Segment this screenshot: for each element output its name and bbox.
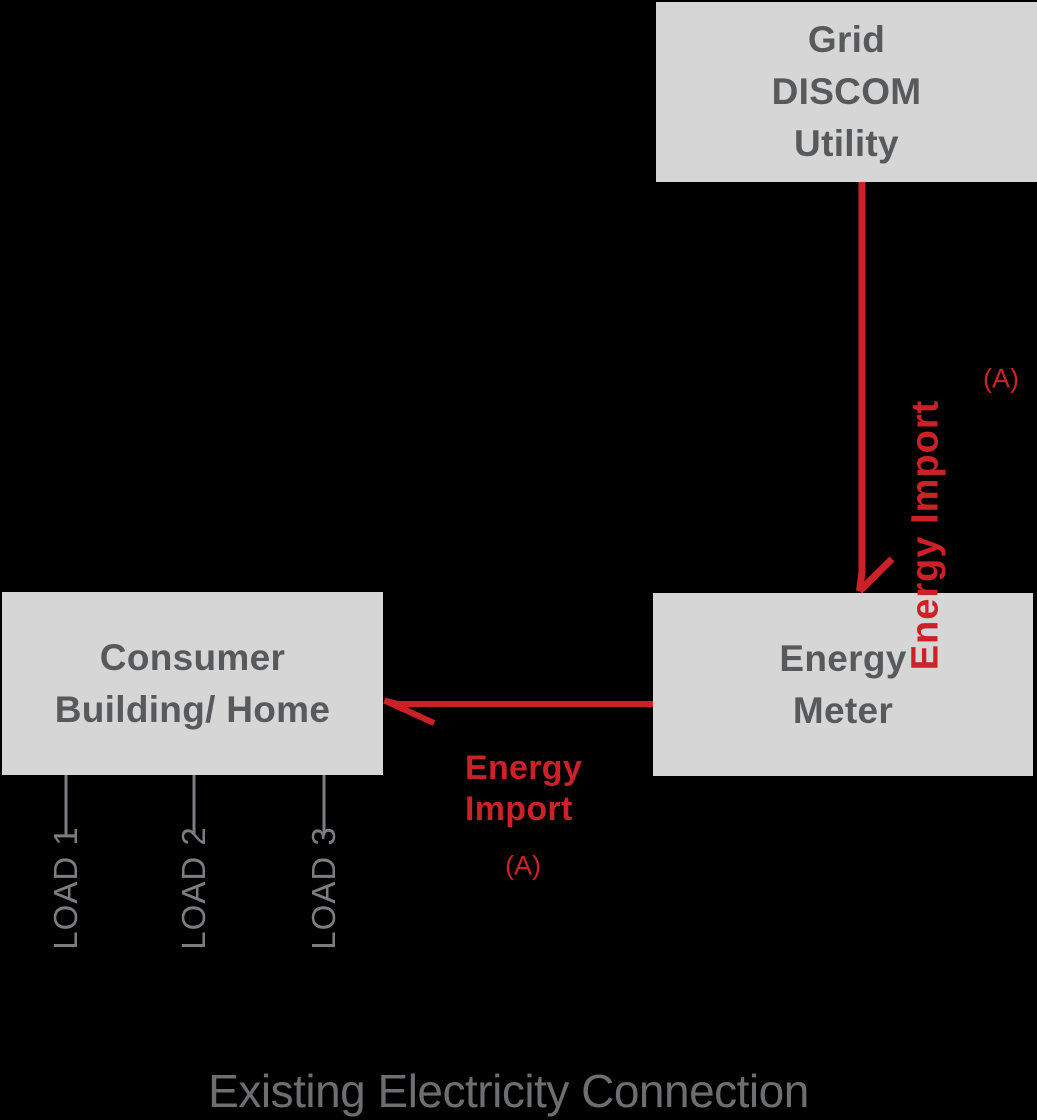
- node-grid-line-1: Grid: [807, 19, 886, 60]
- diagram-title: Existing Electricity Connection: [208, 1065, 809, 1117]
- arrow-meter-to-consumer-shaft: [383, 697, 653, 707]
- flow-annotation-meter-to-consumer: (A): [505, 850, 541, 881]
- node-grid-line-3: Utility: [794, 123, 899, 164]
- node-consumer-building-home: Consumer Building/ Home: [2, 592, 383, 775]
- load-label-1: LOAD 1: [47, 826, 84, 950]
- arrow-grid-to-meter-barb: [857, 556, 895, 594]
- node-consumer-line-1: Consumer: [99, 636, 286, 678]
- node-energy-meter: Energy Meter: [653, 593, 1033, 776]
- flow-annotation-grid-to-meter: (A): [983, 363, 1019, 394]
- flow-label-grid-to-meter: Energy Import: [904, 399, 947, 671]
- node-grid-discom-utility: Grid DISCOM Utility: [656, 2, 1037, 182]
- node-meter-line-1: Energy: [779, 637, 907, 679]
- node-grid-line-2: DISCOM: [771, 71, 922, 112]
- flow-label-meter-to-consumer-line-1: Energy: [465, 749, 583, 787]
- arrow-meter-to-consumer-barb: [383, 697, 436, 726]
- flow-label-meter-to-consumer-line-2: Import: [465, 790, 573, 828]
- node-meter-line-2: Meter: [792, 689, 894, 731]
- load-label-2: LOAD 2: [175, 826, 212, 950]
- flow-label-meter-to-consumer: Energy Import: [465, 748, 582, 830]
- load-label-3: LOAD 3: [305, 826, 342, 950]
- node-consumer-line-2: Building/ Home: [54, 688, 331, 730]
- arrow-grid-to-meter-shaft: [856, 182, 866, 592]
